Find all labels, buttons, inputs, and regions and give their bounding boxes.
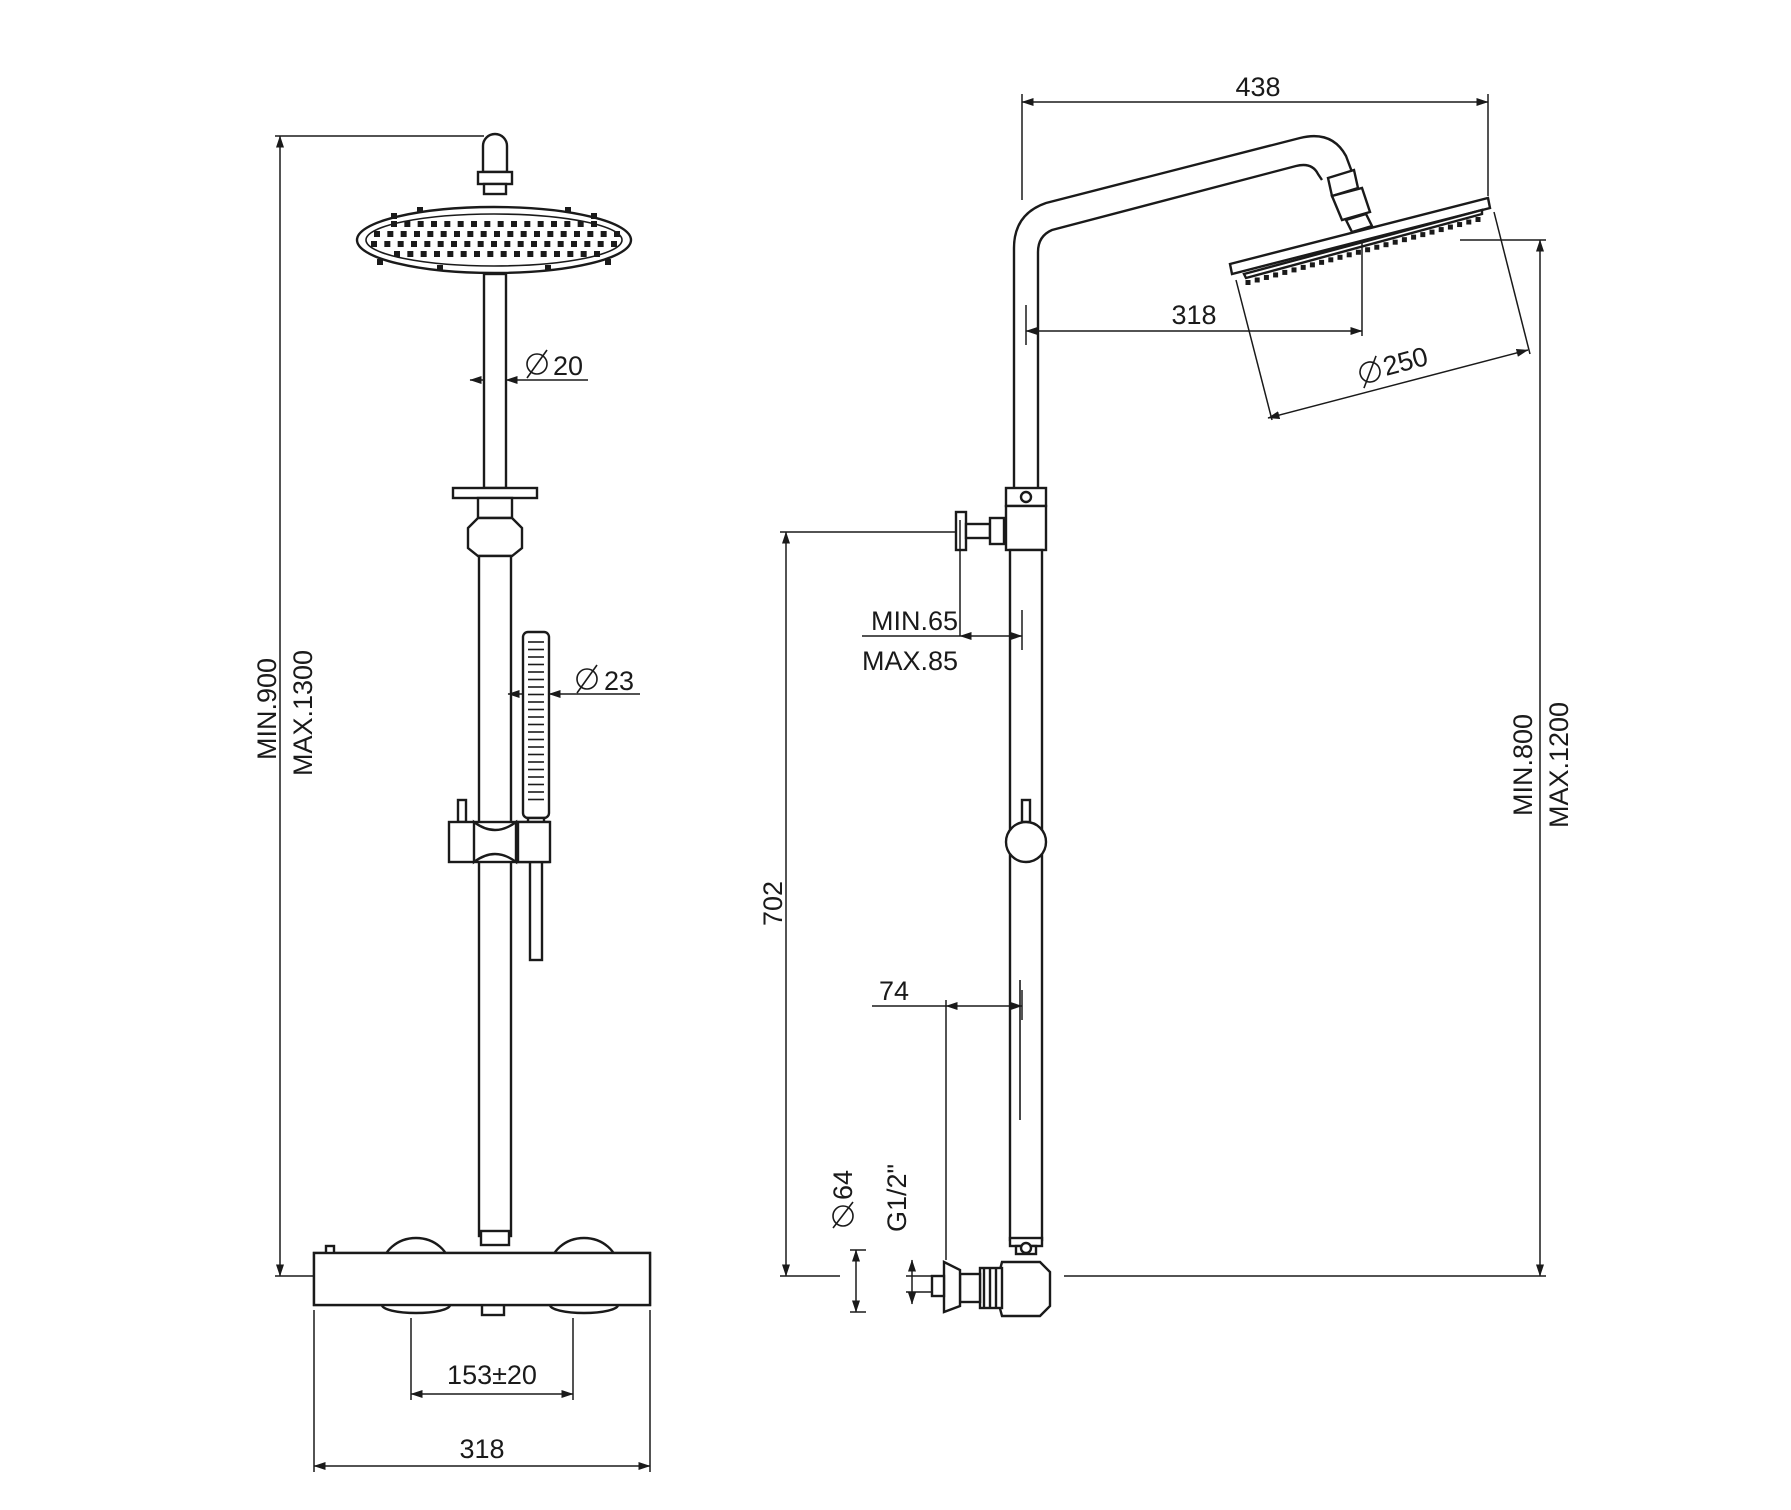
lower-riser-rail xyxy=(477,554,513,1238)
eccentric-offset-label: 74 xyxy=(879,976,909,1006)
hand-shower xyxy=(521,630,551,962)
rail-height-dimension: MIN.800 MAX.1200 xyxy=(1064,239,1574,1277)
rail-height-max-label: MAX.1200 xyxy=(1544,702,1574,828)
pipe-diameter-label: 20 xyxy=(553,351,583,381)
diameter-symbol-icon xyxy=(526,349,548,379)
thread-label: G1/2" xyxy=(882,1164,912,1232)
mixer-width-label: 318 xyxy=(459,1434,504,1464)
handshower-diameter-dimension: 23 xyxy=(507,664,640,698)
upper-riser-pipe xyxy=(482,272,508,490)
head-swivel-joint xyxy=(1326,168,1374,234)
diameter-symbol-icon xyxy=(832,1201,854,1229)
front-view: MIN.900 MAX.1300 20 23 xyxy=(252,132,652,1472)
top-arm-stub xyxy=(476,132,514,196)
hand-shower-nozzles xyxy=(528,641,544,801)
inlet-spacing-dimension: 153±20 xyxy=(410,1318,574,1400)
rain-shower-head xyxy=(355,205,633,275)
eccentric-offset-dimension: 74 xyxy=(872,976,1023,1260)
front-height-max-label: MAX.1300 xyxy=(288,650,318,776)
bracket-height-label: 702 xyxy=(758,881,788,926)
square-head-nozzles xyxy=(1245,217,1481,285)
inlet-spacing-label: 153±20 xyxy=(447,1360,537,1390)
side-mixer-body xyxy=(930,1236,1052,1318)
thread-dimension: G1/2" xyxy=(882,1164,932,1305)
diameter-symbol-icon xyxy=(576,664,598,694)
wall-bracket xyxy=(954,510,1006,552)
wall-distance-dimension: MIN.65 MAX.85 xyxy=(862,520,1023,676)
shower-head-nozzles xyxy=(371,207,620,271)
head-offset-label: 318 xyxy=(1171,300,1216,330)
wall-distance-min-label: MIN.65 xyxy=(871,606,958,636)
diameter-symbol-icon xyxy=(1359,355,1381,389)
side-slider-knob xyxy=(1004,798,1048,864)
rail-height-min-label: MIN.800 xyxy=(1508,714,1538,816)
arm-projection-dimension: 438 xyxy=(1021,72,1489,200)
riser-clamp xyxy=(1004,486,1048,552)
cover-diameter-dimension: 64 xyxy=(828,1170,866,1313)
head-diameter-label: 250 xyxy=(1380,341,1431,382)
head-diameter-dimension: 250 xyxy=(1235,211,1531,421)
cover-diameter-label: 64 xyxy=(828,1170,858,1200)
pipe-diameter-dimension: 20 xyxy=(469,349,588,384)
thermostatic-mixer xyxy=(312,1229,652,1317)
bracket-height-dimension: 702 xyxy=(758,531,956,1277)
square-shower-head xyxy=(1228,196,1492,285)
head-offset-dimension: 318 xyxy=(1025,242,1363,345)
arm-projection-label: 438 xyxy=(1235,72,1280,102)
side-riser-rail xyxy=(1008,548,1044,1242)
shower-arm xyxy=(1012,134,1354,490)
front-height-min-label: MIN.900 xyxy=(252,658,282,760)
hand-shower-slider xyxy=(447,798,552,865)
telescopic-joint xyxy=(451,486,539,558)
front-height-dimension: MIN.900 MAX.1300 xyxy=(252,135,484,1277)
side-view: 438 318 250 MIN.65 MAX.85 xyxy=(758,72,1574,1318)
wall-distance-max-label: MAX.85 xyxy=(862,646,958,676)
mixer-width-dimension: 318 xyxy=(313,1310,651,1472)
handshower-diameter-label: 23 xyxy=(604,666,634,696)
